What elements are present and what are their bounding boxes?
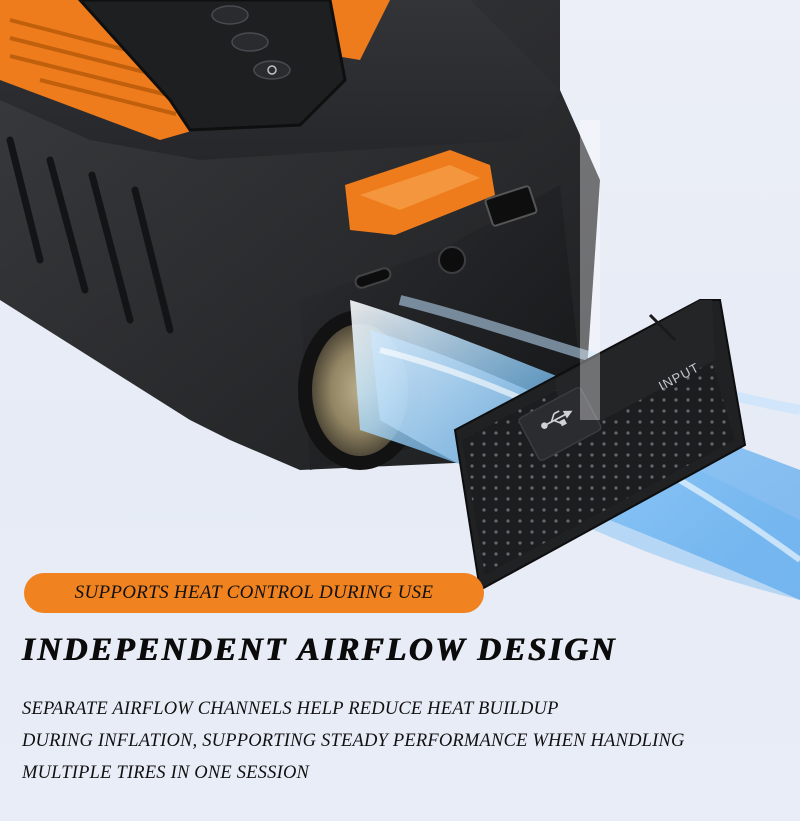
side-grooves — [6, 136, 174, 334]
description-line: MULTIPLE TIRES IN ONE SESSION — [22, 763, 310, 783]
page-headline: INDEPENDENT AIRFLOW DESIGN — [22, 632, 617, 668]
type-c-port — [354, 267, 392, 289]
device-body — [0, 0, 600, 470]
power-icon — [267, 65, 277, 75]
detached-cover: INPUT — [453, 299, 747, 592]
heat-control-badge: SUPPORTS HEAT CONTROL DURING USE — [24, 573, 484, 613]
description-line: DURING INFLATION, SUPPORTING STEADY PERF… — [22, 731, 685, 751]
usb-cover-flap — [518, 387, 602, 461]
control-buttons — [211, 5, 291, 80]
badge-text: SUPPORTS HEAT CONTROL DURING USE — [74, 582, 434, 603]
dc-port — [438, 246, 466, 274]
product-illustration: INPUT — [0, 0, 800, 600]
usb-icon — [541, 410, 573, 429]
description-line: SEPARATE AIRFLOW CHANNELS HELP REDUCE HE… — [22, 699, 559, 719]
description-text: SEPARATE AIRFLOW CHANNELS HELP REDUCE HE… — [22, 693, 685, 789]
usb-port — [484, 185, 538, 227]
